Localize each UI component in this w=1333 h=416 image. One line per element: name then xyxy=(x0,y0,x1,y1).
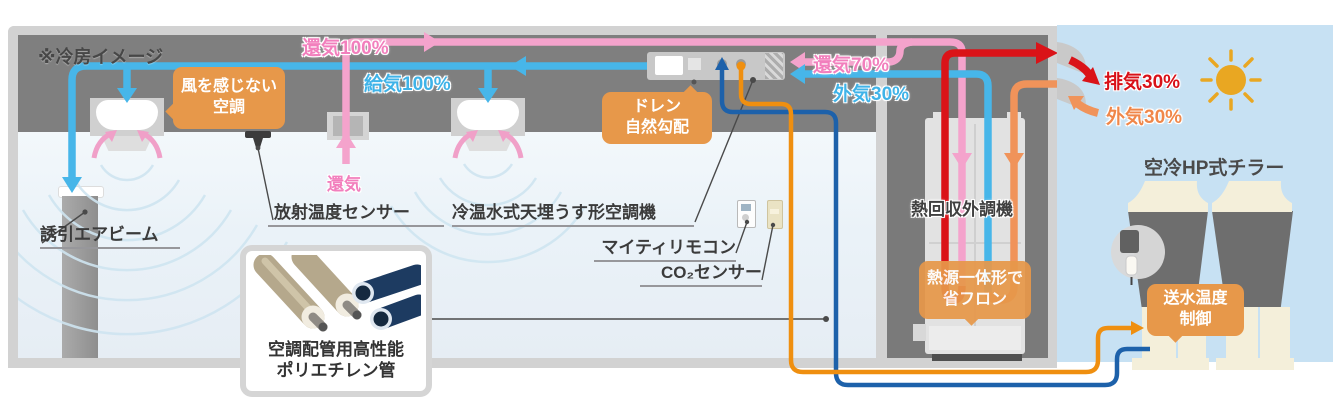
callout-text: 空調 xyxy=(212,99,245,116)
callout-text: 送水温度 xyxy=(1163,290,1228,308)
remote-screen xyxy=(741,204,751,211)
callout-heat-source: 熱源一体形で 省フロン xyxy=(919,261,1031,326)
tan-pipe xyxy=(291,255,362,320)
building-left-wall xyxy=(8,26,18,368)
radiant-sensor-device xyxy=(245,131,271,138)
label-co2-sensor: CO₂センサー xyxy=(640,258,762,287)
flow-label-supply100: 給気100% xyxy=(364,74,451,95)
label-chiller: 空冷HP式チラー xyxy=(1144,158,1285,179)
callout-text: ドレン xyxy=(632,98,681,116)
ceiling-cassette-2 xyxy=(451,98,525,136)
polyethylene-pipes-image xyxy=(253,255,421,332)
cassette-body xyxy=(457,100,519,130)
callout-draftless: 風を感じない 空調 xyxy=(165,67,285,129)
grille-inner xyxy=(333,116,363,136)
callout-text: 省フロン xyxy=(942,291,1007,308)
flow-label-outdoor30-duct: 外気30% xyxy=(833,84,910,105)
ahu-panel xyxy=(655,56,683,75)
flow-label-return-grille: 還気 xyxy=(327,175,361,194)
building-top-edge xyxy=(8,26,1057,35)
ahu-square xyxy=(688,58,701,70)
callout-drain: ドレン 自然勾配 xyxy=(602,85,712,144)
pipe-card-caption-line2: ポリエチレン管 xyxy=(276,361,396,381)
cassette-body xyxy=(96,100,158,130)
co2-sensor-slot xyxy=(770,209,779,214)
ceiling-cassette-1 xyxy=(90,98,164,136)
label-radiant-sensor: 放射温度センサー xyxy=(268,198,444,227)
chiller-1-baseplate xyxy=(1132,358,1209,370)
flow-label-outdoor30-louver: 外気30% xyxy=(1106,107,1183,128)
flow-label-exhaust30: 排気30% xyxy=(1104,72,1181,93)
callout-text: 自然勾配 xyxy=(624,119,689,136)
mighty-remote-device xyxy=(737,200,756,228)
pipe-card-caption-line1: 空調配管用高性能 xyxy=(268,340,404,359)
unit-lower-face xyxy=(929,326,1021,350)
callout-text: 制御 xyxy=(1179,311,1212,328)
chiller-2-baseplate xyxy=(1216,358,1294,370)
unit-base-shadow xyxy=(932,354,1022,361)
callout-text: 熱源一体形で xyxy=(926,270,1023,288)
flow-label-return70: 還気70% xyxy=(813,55,890,76)
unit-divider-h xyxy=(929,242,1021,244)
co2-sensor-device xyxy=(767,200,783,229)
pipe-product-card: 空調配管用高性能 ポリエチレン管 xyxy=(240,245,432,397)
label-air-beam: 誘引エアビーム xyxy=(40,220,180,249)
flow-label-return100: 還気100% xyxy=(302,38,389,59)
unit-side-step xyxy=(913,324,926,341)
callout-water-temp: 送水温度 制御 xyxy=(1147,284,1244,343)
cooling-mode-note: ※冷房イメージ xyxy=(38,47,164,67)
return-air-grille xyxy=(327,112,369,140)
navy-pipe xyxy=(370,294,421,330)
chiller-2-leg xyxy=(1260,307,1290,358)
building-right-wall xyxy=(1048,26,1057,368)
label-heat-recovery: 熱回収外調機 xyxy=(911,200,1013,219)
remote-button xyxy=(742,214,749,221)
building-floor xyxy=(8,358,1057,368)
ceiling-ahu-unit xyxy=(647,52,785,80)
label-ceiling-ac: 冷温水式天埋うす形空調機 xyxy=(452,198,694,227)
ahu-coil-hatch xyxy=(765,53,783,79)
callout-text: 風を感じない xyxy=(180,78,277,96)
